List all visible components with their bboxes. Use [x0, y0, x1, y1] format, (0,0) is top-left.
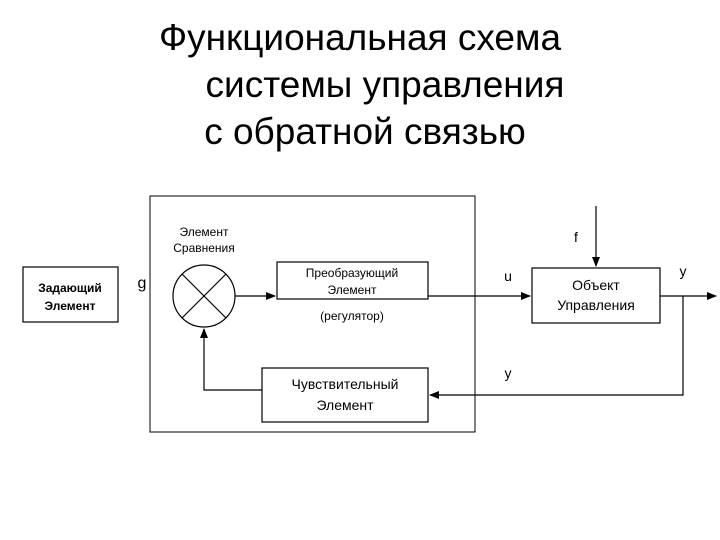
sensor-label-1: Чувствительный — [292, 376, 399, 392]
diagram-title: Функциональная схема системы управления … — [0, 14, 720, 155]
controller-frame — [149, 195, 476, 433]
comparator-label-1: Элемент — [180, 225, 229, 239]
signal-g-label: g — [138, 275, 147, 292]
plant-box — [531, 267, 661, 324]
title-line-1: Функциональная схема — [158, 17, 562, 58]
setpoint-label-1: Задающий — [38, 281, 102, 295]
comparator-label-2: Сравнения — [173, 241, 235, 255]
title-line-2: системы управления — [205, 64, 565, 105]
plant-label-2: Управления — [557, 297, 635, 313]
sensor-label-2: Элемент — [316, 397, 374, 413]
signal-y-out-label: y — [680, 263, 687, 279]
converter-note: (регулятор) — [320, 309, 384, 323]
sensor-element-box — [261, 367, 429, 423]
converter-label-2: Элемент — [328, 283, 377, 297]
converter-label-1: Преобразующий — [306, 266, 398, 280]
comparator-circle — [172, 264, 236, 328]
signal-u-label: u — [504, 268, 512, 284]
converter-element-box — [276, 261, 429, 300]
title-line-3: с обратной связью — [204, 111, 526, 152]
signal-y-feedback-label: y — [505, 365, 512, 381]
feedback-line-to-sensor — [429, 296, 684, 399]
signal-f-label: f — [574, 229, 578, 245]
feedback-line-to-comparator — [200, 328, 262, 391]
setpoint-element-box — [22, 266, 119, 323]
plant-label-1: Объект — [572, 277, 620, 293]
setpoint-label-2: Элемент — [45, 299, 96, 313]
